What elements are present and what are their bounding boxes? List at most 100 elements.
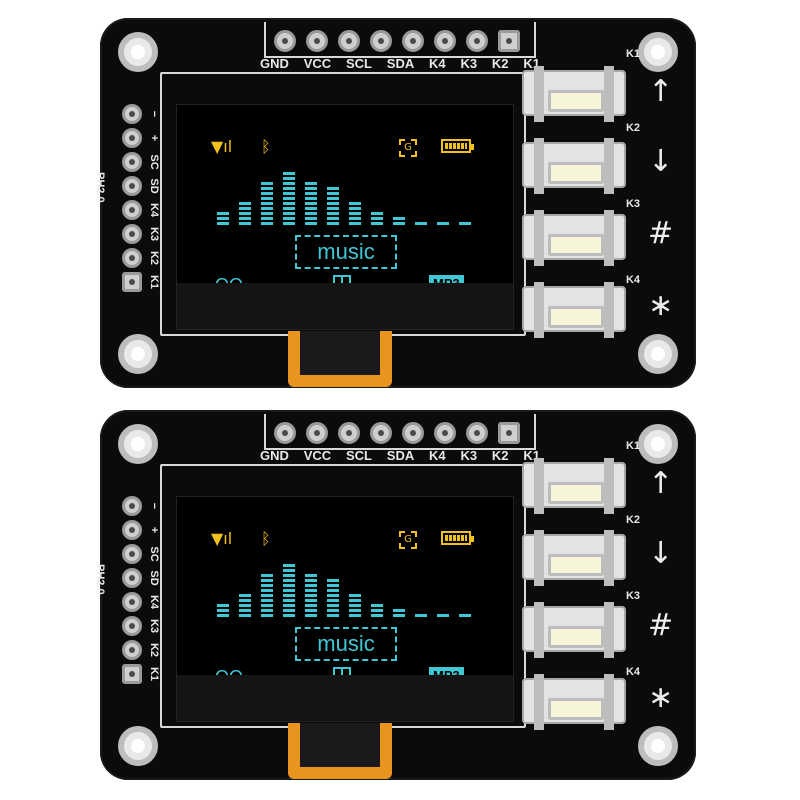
eq-segment bbox=[327, 609, 339, 612]
eq-segment bbox=[327, 614, 339, 617]
button-cap[interactable] bbox=[548, 554, 604, 576]
eq-segment bbox=[327, 599, 339, 602]
bluetooth-icon: ᛒ bbox=[261, 529, 271, 548]
tactile-switch[interactable] bbox=[522, 66, 626, 122]
eq-bar bbox=[459, 612, 471, 617]
eq-segment bbox=[393, 614, 405, 617]
eq-segment bbox=[283, 599, 295, 602]
eq-segment bbox=[261, 584, 273, 587]
oled-module-board: GND VCC SCL SDA K4 K3 K2 K1 − + SC SD K4… bbox=[94, 410, 696, 780]
pin-label-gnd: GND bbox=[260, 56, 289, 71]
button-cap[interactable] bbox=[548, 306, 604, 328]
side-connector bbox=[122, 496, 146, 688]
eq-segment bbox=[305, 599, 317, 602]
tactile-switch[interactable] bbox=[522, 458, 626, 514]
button-k1[interactable] bbox=[522, 64, 626, 122]
button-cap[interactable] bbox=[548, 234, 604, 256]
eq-bar bbox=[239, 592, 251, 617]
side-pin bbox=[122, 224, 142, 244]
music-label: music bbox=[295, 627, 397, 661]
eq-segment bbox=[305, 584, 317, 587]
button-k1[interactable] bbox=[522, 456, 626, 514]
button-cap[interactable] bbox=[548, 90, 604, 112]
eq-segment bbox=[261, 574, 273, 577]
eq-segment bbox=[327, 589, 339, 592]
button-k4[interactable] bbox=[522, 672, 626, 730]
eq-bar bbox=[393, 215, 405, 225]
tactile-switch[interactable] bbox=[522, 282, 626, 338]
side-pin bbox=[122, 664, 142, 684]
eq-segment bbox=[415, 222, 427, 225]
g-status-icon: G bbox=[399, 531, 417, 549]
eq-segment bbox=[283, 604, 295, 607]
side-pin bbox=[122, 104, 142, 124]
side-pin bbox=[122, 272, 142, 292]
button-k2[interactable] bbox=[522, 136, 626, 194]
eq-bar bbox=[305, 572, 317, 617]
header-pin bbox=[274, 30, 296, 52]
header-pin bbox=[402, 422, 424, 444]
eq-bar bbox=[217, 602, 229, 617]
eq-bar bbox=[437, 220, 449, 225]
eq-segment bbox=[371, 217, 383, 220]
g-status-icon: G bbox=[399, 139, 417, 157]
eq-bar bbox=[327, 185, 339, 225]
pin-label-scl: SCL bbox=[345, 448, 372, 463]
eq-segment bbox=[305, 574, 317, 577]
eq-segment bbox=[393, 609, 405, 612]
pin-label-vcc: VCC bbox=[303, 56, 332, 71]
button-k3[interactable] bbox=[522, 208, 626, 266]
eq-segment bbox=[305, 222, 317, 225]
eq-segment bbox=[305, 217, 317, 220]
eq-segment bbox=[459, 222, 471, 225]
eq-segment bbox=[371, 614, 383, 617]
eq-segment bbox=[261, 202, 273, 205]
mounting-hole bbox=[118, 32, 158, 72]
tactile-switch[interactable] bbox=[522, 674, 626, 730]
tactile-switch[interactable] bbox=[522, 138, 626, 194]
eq-segment bbox=[349, 212, 361, 215]
oled-screen: ▼ıl ᛒ G music QQ MP3 bbox=[176, 104, 514, 330]
button-k3[interactable] bbox=[522, 600, 626, 658]
eq-segment bbox=[239, 202, 251, 205]
eq-segment bbox=[327, 222, 339, 225]
eq-segment bbox=[283, 584, 295, 587]
header-pin bbox=[338, 30, 360, 52]
eq-segment bbox=[349, 614, 361, 617]
eq-segment bbox=[239, 217, 251, 220]
button-cap[interactable] bbox=[548, 482, 604, 504]
eq-segment bbox=[305, 594, 317, 597]
eq-segment bbox=[327, 187, 339, 190]
side-pin bbox=[122, 496, 142, 516]
tactile-switch[interactable] bbox=[522, 210, 626, 266]
eq-segment bbox=[239, 212, 251, 215]
button-cap[interactable] bbox=[548, 698, 604, 720]
tactile-switch[interactable] bbox=[522, 602, 626, 658]
mounting-hole bbox=[638, 424, 678, 464]
eq-segment bbox=[283, 197, 295, 200]
bluetooth-icon: ᛒ bbox=[261, 137, 271, 156]
button-k2[interactable] bbox=[522, 528, 626, 586]
tactile-switch[interactable] bbox=[522, 530, 626, 586]
header-pin bbox=[370, 30, 392, 52]
header-pin bbox=[466, 422, 488, 444]
eq-segment bbox=[283, 614, 295, 617]
k3-label: K3 bbox=[625, 590, 640, 602]
mounting-hole bbox=[118, 726, 158, 766]
asterisk-icon: ∗ bbox=[648, 288, 674, 323]
eq-segment bbox=[283, 202, 295, 205]
button-k4[interactable] bbox=[522, 280, 626, 338]
eq-segment bbox=[371, 604, 383, 607]
side-pin bbox=[122, 152, 142, 172]
pin-label-k3: K3 bbox=[460, 56, 478, 71]
eq-segment bbox=[349, 202, 361, 205]
pin-label-k4: K4 bbox=[429, 56, 446, 71]
button-cap[interactable] bbox=[548, 162, 604, 184]
header-pin bbox=[434, 422, 456, 444]
eq-segment bbox=[349, 599, 361, 602]
eq-segment bbox=[371, 212, 383, 215]
eq-segment bbox=[283, 609, 295, 612]
eq-segment bbox=[283, 207, 295, 210]
button-cap[interactable] bbox=[548, 626, 604, 648]
eq-segment bbox=[261, 589, 273, 592]
